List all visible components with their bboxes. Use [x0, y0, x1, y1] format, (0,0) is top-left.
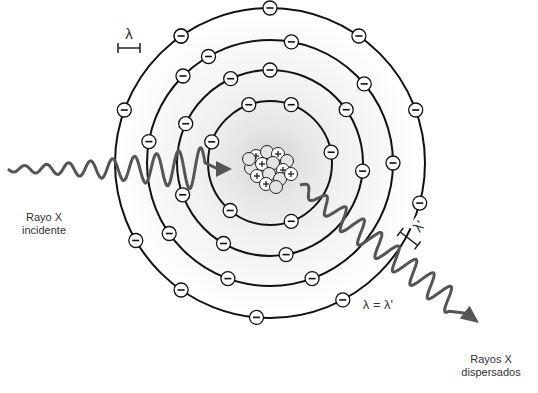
- electron: [284, 214, 298, 228]
- minus-sign: [253, 317, 260, 319]
- incident-ray-label: Rayo X incidente: [9, 211, 79, 236]
- minus-sign: [121, 109, 128, 111]
- electron: [174, 29, 188, 43]
- nucleon: [243, 153, 256, 166]
- minus-sign: [288, 41, 295, 43]
- minus-sign: [182, 123, 189, 125]
- electron: [409, 103, 423, 117]
- minus-sign: [412, 109, 419, 111]
- electron: [413, 196, 427, 210]
- nucleus: [243, 146, 298, 194]
- electron: [324, 145, 338, 159]
- electron: [284, 35, 298, 49]
- plus-sign: [277, 151, 278, 157]
- electron: [263, 63, 277, 77]
- minus-sign: [227, 78, 234, 80]
- minus-sign: [227, 210, 234, 212]
- wavelength-bracket: [117, 43, 119, 53]
- minus-sign: [328, 151, 335, 153]
- nucleon: [270, 181, 283, 194]
- plus-sign: [282, 167, 283, 173]
- minus-sign: [416, 202, 423, 204]
- electron: [223, 204, 237, 218]
- electron: [202, 50, 216, 64]
- minus-sign: [361, 83, 368, 85]
- electron: [356, 164, 370, 178]
- minus-sign: [178, 35, 185, 37]
- electron: [205, 135, 219, 149]
- minus-sign: [179, 194, 186, 196]
- arrowhead: [216, 161, 232, 177]
- minus-sign: [205, 56, 212, 58]
- electron: [176, 188, 190, 202]
- electron: [279, 248, 293, 262]
- x-ray-waves: [8, 43, 479, 323]
- electron: [174, 29, 188, 43]
- wavelength-bracket: [139, 43, 141, 53]
- minus-sign: [355, 35, 362, 37]
- arrowhead: [460, 306, 479, 323]
- electron: [242, 98, 256, 112]
- electron: [305, 272, 319, 286]
- electron: [162, 227, 176, 241]
- electron: [224, 72, 238, 86]
- electron: [129, 234, 143, 248]
- electron: [117, 103, 131, 117]
- minus-sign: [359, 170, 366, 172]
- electron: [352, 29, 366, 43]
- nucleus-region: [230, 123, 310, 203]
- electron: [386, 156, 400, 170]
- minus-sign: [132, 240, 139, 242]
- equation-label: λ = λ': [361, 298, 395, 313]
- minus-sign: [220, 243, 227, 245]
- electron: [284, 98, 298, 112]
- minus-sign: [283, 254, 290, 256]
- electron: [357, 77, 371, 91]
- scattered-ray-label: Rayos X dispersados: [447, 353, 535, 378]
- electron: [179, 117, 193, 131]
- minus-sign: [267, 7, 274, 9]
- wavelength-bracket: [118, 47, 140, 49]
- minus-sign: [245, 104, 252, 106]
- minus-sign: [339, 299, 346, 301]
- electron: [142, 135, 156, 149]
- plus-sign: [261, 161, 262, 167]
- wavelength-bracket: [400, 232, 417, 245]
- incident-wave: [8, 148, 218, 189]
- electron: [217, 237, 231, 251]
- minus-sign: [309, 278, 316, 280]
- minus-sign: [224, 278, 231, 280]
- electron: [176, 69, 190, 83]
- wavelength-bracket: [397, 228, 403, 236]
- electron: [263, 1, 277, 15]
- minus-sign: [208, 141, 215, 143]
- minus-sign: [343, 109, 350, 111]
- plus-sign: [256, 173, 257, 179]
- electron: [174, 283, 188, 297]
- scattered-wave: [300, 184, 466, 313]
- wavelength-symbol: λ: [123, 25, 135, 42]
- minus-sign: [178, 35, 185, 37]
- electron: [336, 293, 350, 307]
- electron-shell: [208, 101, 332, 225]
- minus-sign: [267, 69, 274, 71]
- minus-sign: [288, 221, 295, 223]
- minus-sign: [390, 162, 397, 164]
- electron: [250, 310, 264, 324]
- minus-sign: [178, 289, 185, 291]
- plus-sign: [290, 171, 291, 177]
- electron: [221, 272, 235, 286]
- minus-sign: [180, 75, 187, 77]
- nucleon: [285, 168, 298, 181]
- electrons: [117, 1, 426, 324]
- minus-sign: [145, 141, 152, 143]
- electron: [339, 103, 353, 117]
- wavelength-bracket: [415, 241, 421, 249]
- minus-sign: [288, 104, 295, 106]
- minus-sign: [166, 233, 173, 235]
- plus-sign: [265, 181, 266, 187]
